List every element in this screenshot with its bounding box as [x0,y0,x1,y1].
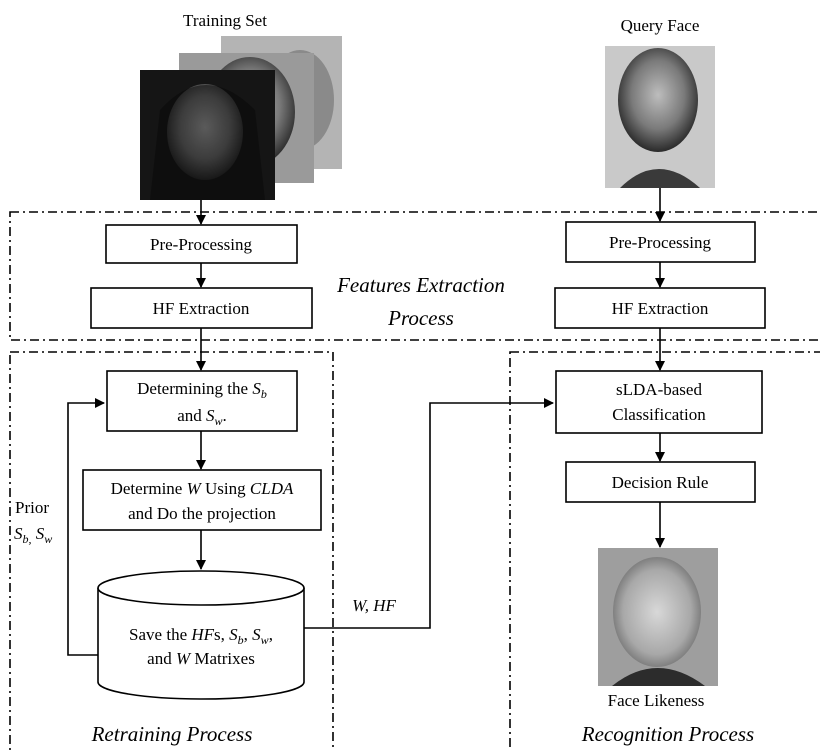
face-likeness-label: Face Likeness [608,691,705,710]
training-set-label: Training Set [183,11,267,30]
database-cylinder [97,570,305,700]
features-extraction-label-line1: Features Extraction [336,273,505,297]
training-set-photos [140,36,342,200]
hf-extraction-right-label: HF Extraction [612,299,709,318]
preprocessing-left-box [105,224,298,264]
determining-sb-sw-line1: Determining the Sb [137,379,267,401]
determining-sb-sw-line2: and Sw. [177,406,227,428]
hf-extraction-left-box [90,287,313,329]
prior-label: Prior [15,498,49,517]
hf-extraction-left-label: HF Extraction [153,299,250,318]
recognition-region [509,351,820,751]
arrow-feedback-prior [67,398,105,656]
result-face-photo [598,548,718,686]
save-db-line1: Save the HFs, Sb, Sw, [129,625,273,647]
determining-sb-sw-box [106,370,298,432]
preprocessing-right-box [565,221,756,263]
decision-rule-label: Decision Rule [612,473,709,492]
save-db-line2: and W Matrixes [147,649,255,668]
determine-w-line1: Determine W Using CLDA [111,479,294,498]
features-extraction-label-line2: Process [387,306,454,330]
recognition-process-label: Recognition Process [581,722,754,746]
query-face-photo [605,46,715,188]
preprocessing-right-label: Pre-Processing [609,233,711,252]
arrow-db-to-classification [304,398,554,629]
w-hf-label: W, HF [352,596,396,615]
preprocessing-left-label: Pre-Processing [150,235,252,254]
retraining-process-label: Retraining Process [91,722,253,746]
slda-line1: sLDA-based [616,380,702,399]
prior-vars-label: Sb, Sw [14,524,52,546]
determine-w-box [82,469,322,531]
hf-extraction-right-box [554,287,766,329]
slda-line2: Classification [612,405,706,424]
query-face-label: Query Face [621,16,700,35]
determine-w-line2: and Do the projection [128,504,276,523]
slda-classification-box [555,370,763,434]
features-extraction-region [9,211,820,341]
